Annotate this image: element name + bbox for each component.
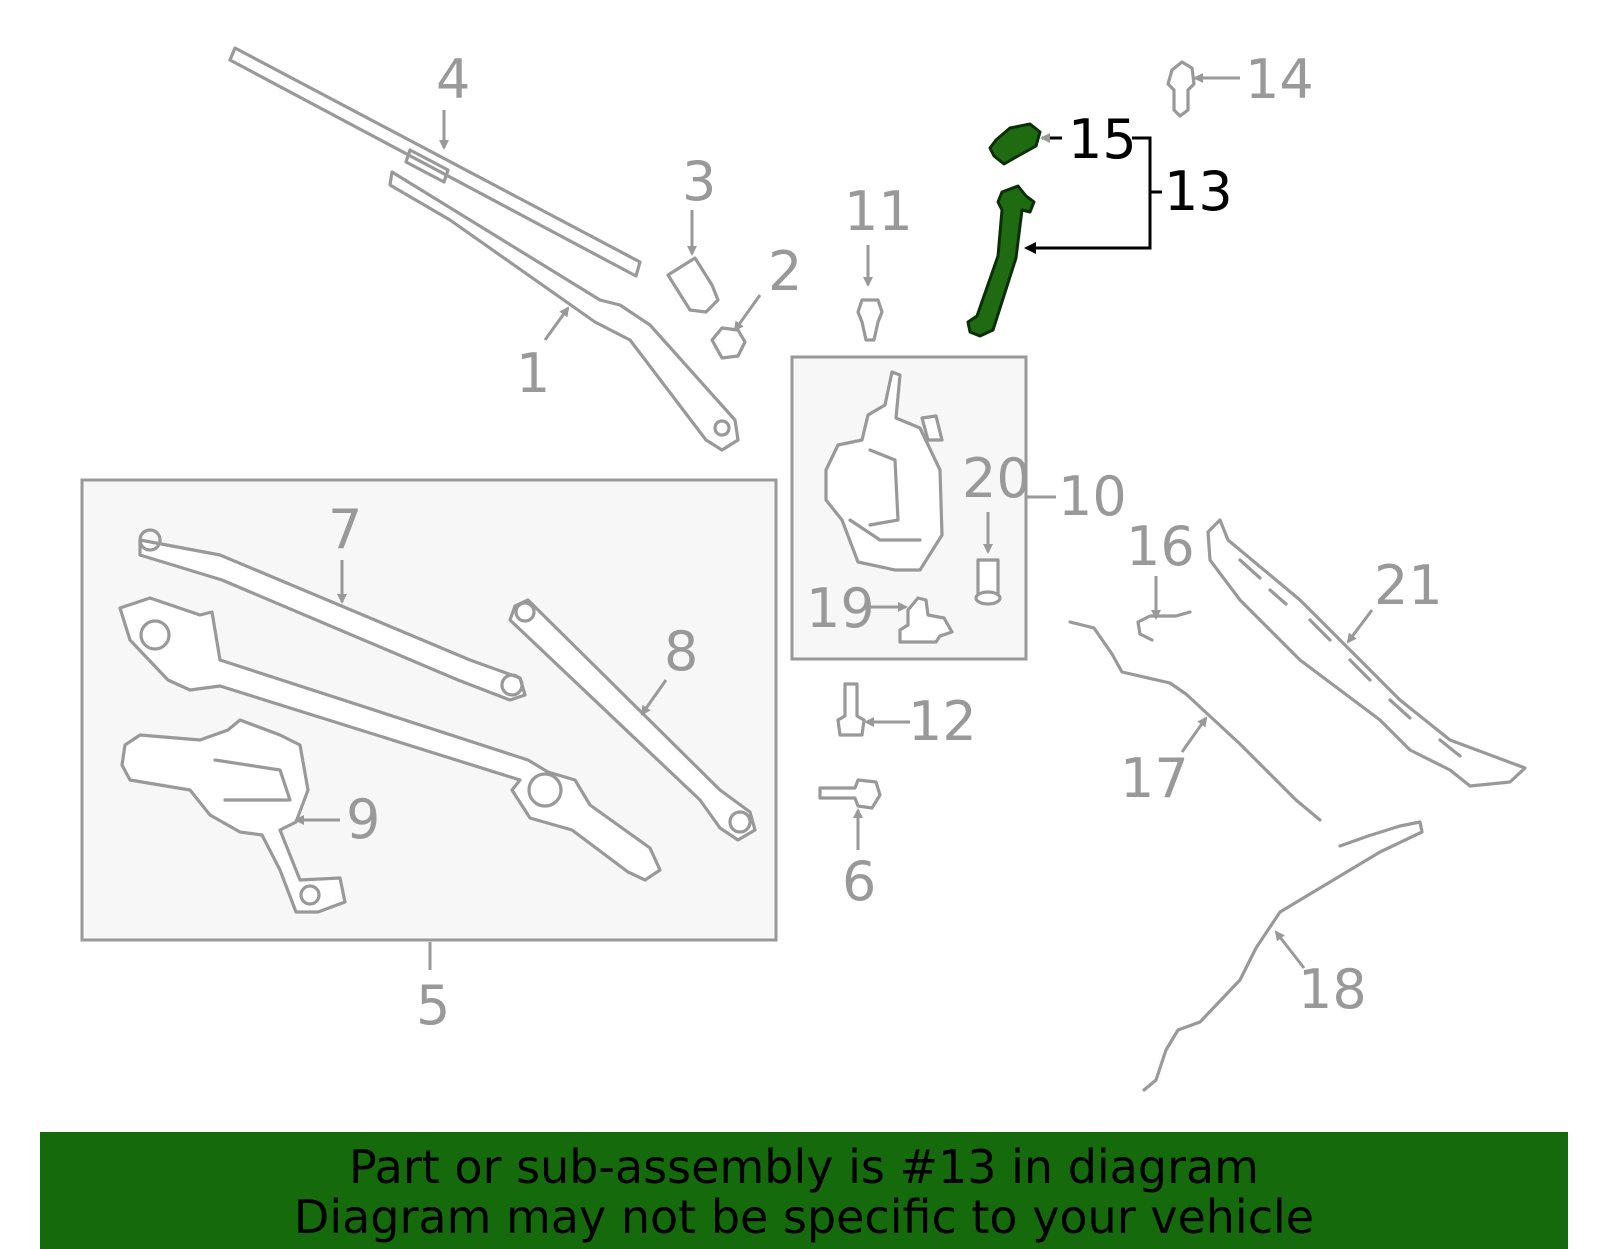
callout-4: 4: [436, 48, 470, 111]
callout-7: 7: [328, 498, 362, 561]
info-banner: Part or sub-assembly is #13 in diagram D…: [40, 1132, 1568, 1249]
part-11-clip[interactable]: [856, 298, 884, 342]
part-19-washer-pump[interactable]: [898, 596, 954, 644]
part-16-hose-connector[interactable]: [1136, 610, 1192, 642]
leader-17: [1180, 716, 1208, 753]
callout-6: 6: [842, 850, 876, 913]
callout-21: 21: [1374, 554, 1443, 617]
callout-11: 11: [844, 180, 913, 243]
part-6-bolt[interactable]: [818, 778, 882, 810]
part-18-washer-hose[interactable]: [1142, 820, 1424, 1092]
part-20-grommet[interactable]: [974, 558, 1002, 606]
part-21-cowl-seal[interactable]: [1206, 518, 1527, 788]
callout-1: 1: [516, 342, 550, 405]
leader-2: [733, 294, 762, 332]
part-4-wiper-blade[interactable]: [228, 46, 642, 278]
callout-17: 17: [1120, 747, 1189, 810]
callout-12: 12: [908, 690, 977, 753]
part-13-filler-neck[interactable]: [966, 184, 1036, 338]
part-10-washer-reservoir[interactable]: [824, 370, 944, 572]
part-3-pivot-cap[interactable]: [666, 256, 720, 314]
callout-8: 8: [664, 620, 698, 683]
callout-9: 9: [346, 788, 380, 851]
part-8-link-rod[interactable]: [508, 598, 757, 842]
part-14-push-pin[interactable]: [1166, 60, 1196, 118]
callout-20: 20: [962, 447, 1031, 510]
callout-3: 3: [682, 150, 716, 213]
callout-5: 5: [416, 974, 450, 1037]
part-12-bolt[interactable]: [836, 682, 866, 737]
callout-19: 19: [806, 577, 875, 640]
part-2-nut[interactable]: [710, 326, 747, 360]
callout-15: 15: [1068, 108, 1137, 171]
part-1-wiper-arm[interactable]: [388, 170, 740, 452]
part-15-filler-cap[interactable]: [988, 122, 1042, 166]
banner-line-2: Diagram may not be specific to your vehi…: [293, 1190, 1315, 1244]
leader-8: [640, 679, 668, 716]
leader-21: [1346, 609, 1374, 644]
part-17-washer-hose[interactable]: [1068, 620, 1322, 822]
callout-10: 10: [1058, 465, 1127, 528]
banner-line-1: Part or sub-assembly is #13 in diagram: [349, 1140, 1259, 1194]
leader-1: [543, 306, 570, 341]
leader-13-arrowhead: [1024, 242, 1036, 254]
callout-2: 2: [768, 240, 802, 303]
callout-13: 13: [1164, 160, 1233, 223]
callout-16: 16: [1126, 515, 1195, 578]
part-7-link-rod[interactable]: [138, 528, 527, 702]
callout-14: 14: [1245, 48, 1314, 111]
linkage-main-rod: [118, 596, 662, 882]
leader-18: [1274, 930, 1306, 969]
part-9-wiper-motor[interactable]: [120, 718, 347, 914]
callout-18: 18: [1298, 958, 1367, 1021]
